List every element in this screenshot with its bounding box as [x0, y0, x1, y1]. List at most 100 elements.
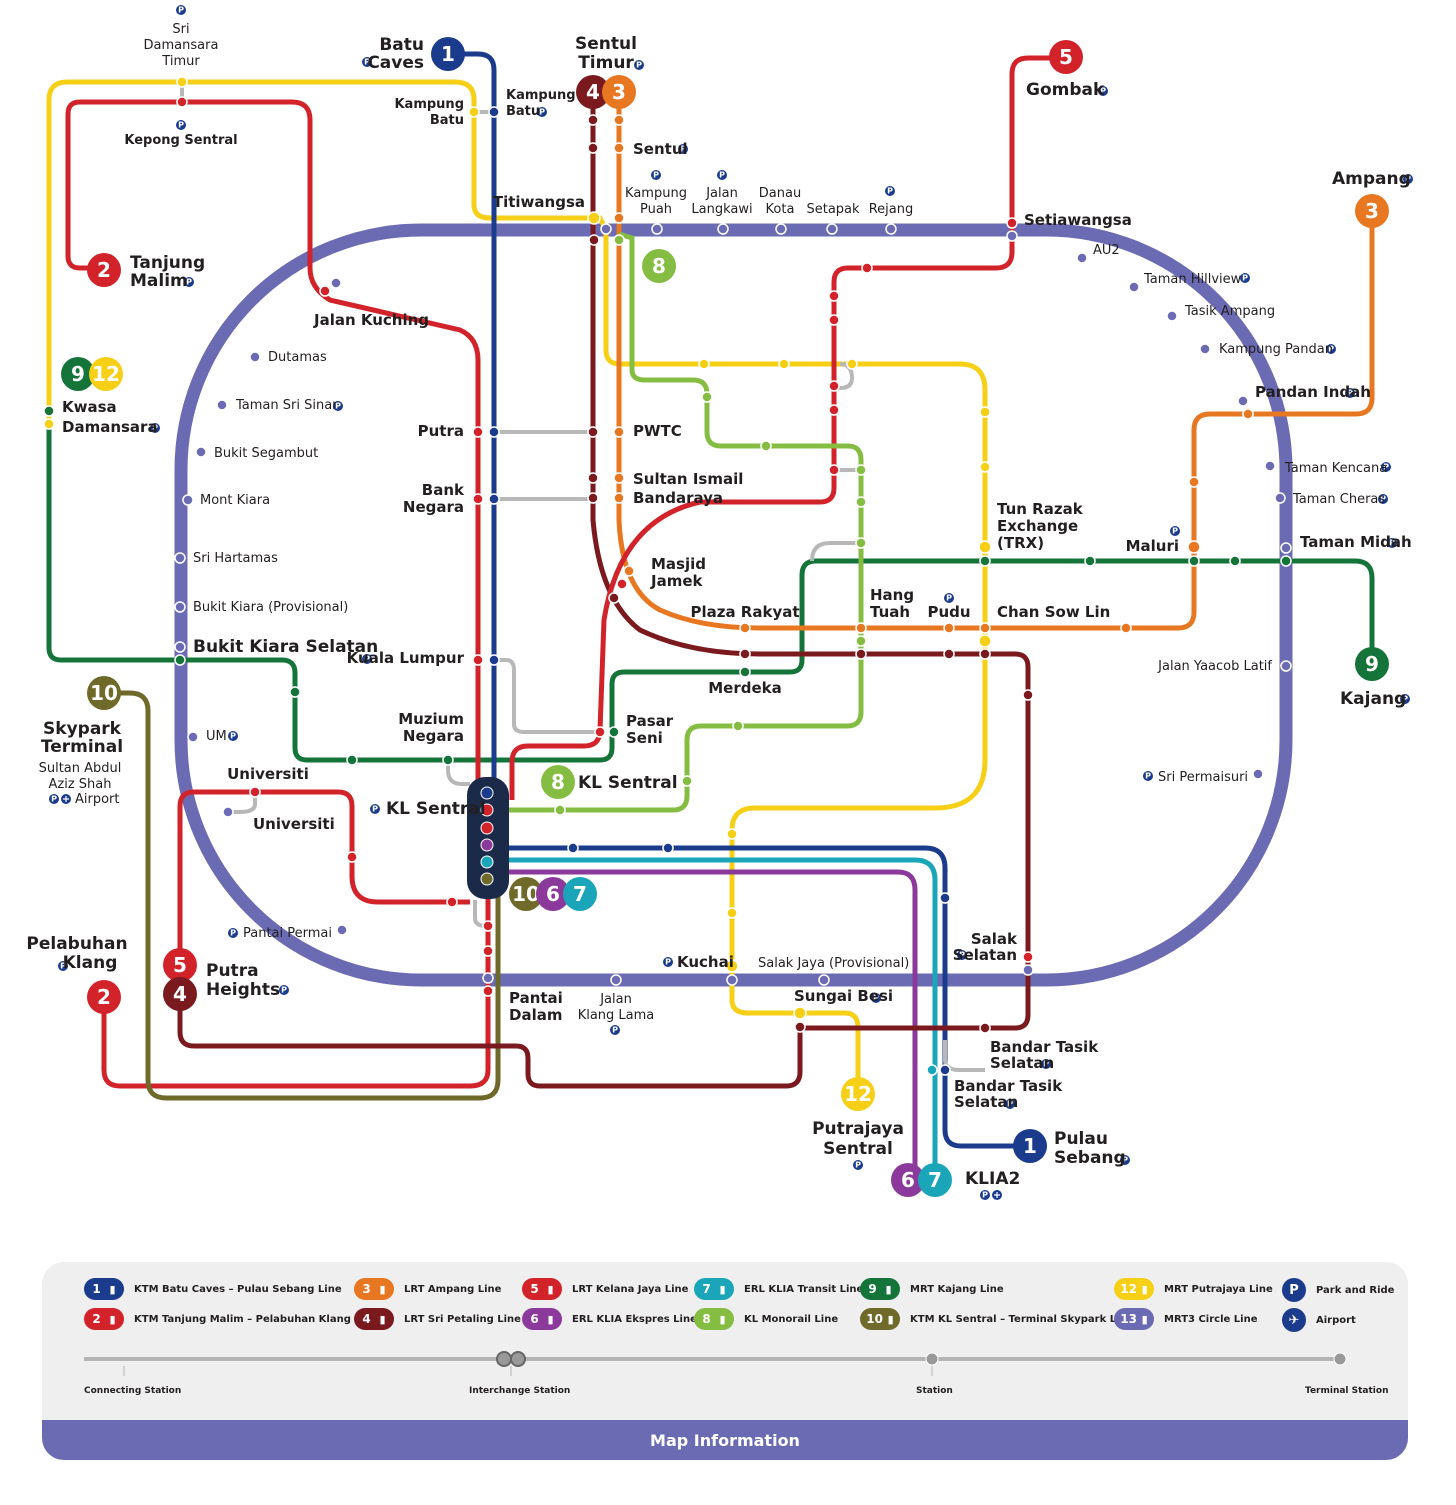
park-and-ride-icon: P — [717, 170, 727, 180]
svg-text:8: 8 — [652, 254, 666, 278]
svg-text:P: P — [51, 795, 57, 804]
svg-text:6: 6 — [546, 882, 560, 906]
station-dot — [939, 892, 951, 904]
label-bandaraya: Bandaraya — [633, 489, 723, 507]
station-dot — [472, 654, 484, 666]
badge-monorail-north[interactable]: 8 — [642, 249, 676, 283]
airplane-icon: ✈ — [1282, 1308, 1306, 1332]
svg-text:P: P — [1043, 1060, 1049, 1069]
station-dot — [726, 974, 738, 986]
park-and-ride-icon: P — [362, 57, 372, 67]
label-kuala-lumpur: Kuala Lumpur — [347, 649, 465, 667]
park-and-ride-icon: P — [1282, 1278, 1306, 1302]
badge-klia-6[interactable]: 6 — [891, 1163, 925, 1197]
station-dot — [1229, 555, 1241, 567]
badge-sentul-3[interactable]: 3 — [602, 75, 636, 109]
station-dot — [775, 223, 787, 235]
map-information-button[interactable]: Map Information — [42, 1420, 1408, 1460]
svg-text:P: P — [1405, 175, 1411, 184]
train-icon: ▮ — [1141, 1282, 1148, 1296]
station-dot — [176, 76, 188, 88]
station-dot — [1280, 555, 1292, 567]
badge-kl-sentral-10[interactable]: 10 — [509, 877, 543, 911]
station-dot — [732, 720, 744, 732]
label-ampang: Ampang — [1332, 169, 1411, 189]
line-3-pill: 3▮ — [354, 1278, 394, 1300]
park-and-ride-icon: P — [537, 107, 547, 117]
label-kl-sentral-monorail: KL Sentral — [578, 773, 678, 793]
station-dot — [610, 974, 622, 986]
badge-kl-sentral-8[interactable]: 8 — [541, 765, 575, 799]
station-dot — [587, 114, 599, 126]
badge-kl-sentral-7[interactable]: 7 — [563, 877, 597, 911]
line-10-skypark — [104, 690, 501, 1101]
badge-batu-caves[interactable]: 1 — [431, 37, 465, 71]
label-sentul: Sentul — [633, 140, 688, 158]
station-dot — [587, 472, 599, 484]
badge-putra-heights-5[interactable]: 5 — [163, 948, 197, 982]
svg-text:P: P — [887, 187, 893, 196]
station-dot — [1274, 492, 1286, 504]
label-jalan-kuching: Jalan Kuching — [313, 311, 429, 329]
badge-kajang[interactable]: 9 — [1355, 647, 1389, 681]
svg-text:P: P — [1100, 87, 1106, 96]
badge-putrajaya[interactable]: 12 — [841, 1077, 875, 1111]
park-and-ride-icon: P — [49, 794, 59, 804]
badge-klia-7[interactable]: 7 — [918, 1163, 952, 1197]
station-dot — [1237, 395, 1249, 407]
park-and-ride-icon: P — [279, 985, 289, 995]
badge-tanjung-malim[interactable]: 2 — [87, 253, 121, 287]
badge-kl-sentral-6[interactable]: 6 — [536, 877, 570, 911]
badge-ampang[interactable]: 3 — [1355, 194, 1389, 228]
badge-kwasa-12[interactable]: 12 — [89, 357, 123, 391]
station-dot — [187, 731, 199, 743]
station-dot — [613, 234, 625, 246]
badge-skypark[interactable]: 10 — [87, 676, 121, 710]
station-dot — [1006, 230, 1018, 242]
station-dot — [176, 96, 188, 108]
svg-text:P: P — [372, 805, 378, 814]
badge-gombak[interactable]: 5 — [1049, 40, 1083, 74]
label-titiwangsa: Titiwangsa — [493, 193, 585, 211]
train-icon: ▮ — [379, 1312, 386, 1326]
train-icon: ▮ — [109, 1282, 116, 1296]
svg-text:P: P — [152, 424, 158, 433]
station-dot — [613, 114, 625, 126]
map-information-label: Map Information — [650, 1430, 800, 1450]
kl-sentral-hub[interactable] — [467, 777, 509, 899]
station-dot — [1280, 660, 1292, 672]
label-universiti-top: Universiti — [227, 765, 309, 783]
station-dot — [828, 404, 840, 416]
station-dot — [488, 426, 500, 438]
label-taman-hillview: Taman Hillview — [1143, 272, 1242, 287]
svg-text:P: P — [946, 594, 952, 603]
park-and-ride-icon: P — [1120, 1155, 1130, 1165]
badge-pelabuhan-klang[interactable]: 2 — [87, 980, 121, 1014]
station-dot — [1166, 310, 1178, 322]
station-dot — [216, 399, 228, 411]
svg-text:P: P — [719, 171, 725, 180]
park-and-ride-icon: P — [184, 277, 194, 287]
label-airport: Airport — [75, 792, 120, 807]
station-dot — [613, 492, 625, 504]
badge-sentul-4[interactable]: 4 — [576, 75, 610, 109]
badge-putra-heights-4[interactable]: 4 — [163, 977, 197, 1011]
park-and-ride-icon: P — [610, 1025, 620, 1035]
label-taman-midah: Taman Midah — [1300, 533, 1412, 551]
label-kl-sentral: KL Sentral — [386, 799, 486, 819]
line-2-pill: 2▮ — [84, 1308, 124, 1330]
label-dutamas: Dutamas — [268, 350, 327, 365]
svg-text:P: P — [230, 732, 236, 741]
badge-kwasa-9[interactable]: 9 — [61, 357, 95, 391]
svg-text:7: 7 — [928, 1168, 942, 1192]
station-dot — [979, 648, 991, 660]
badge-pulau-sebang[interactable]: 1 — [1013, 1129, 1047, 1163]
